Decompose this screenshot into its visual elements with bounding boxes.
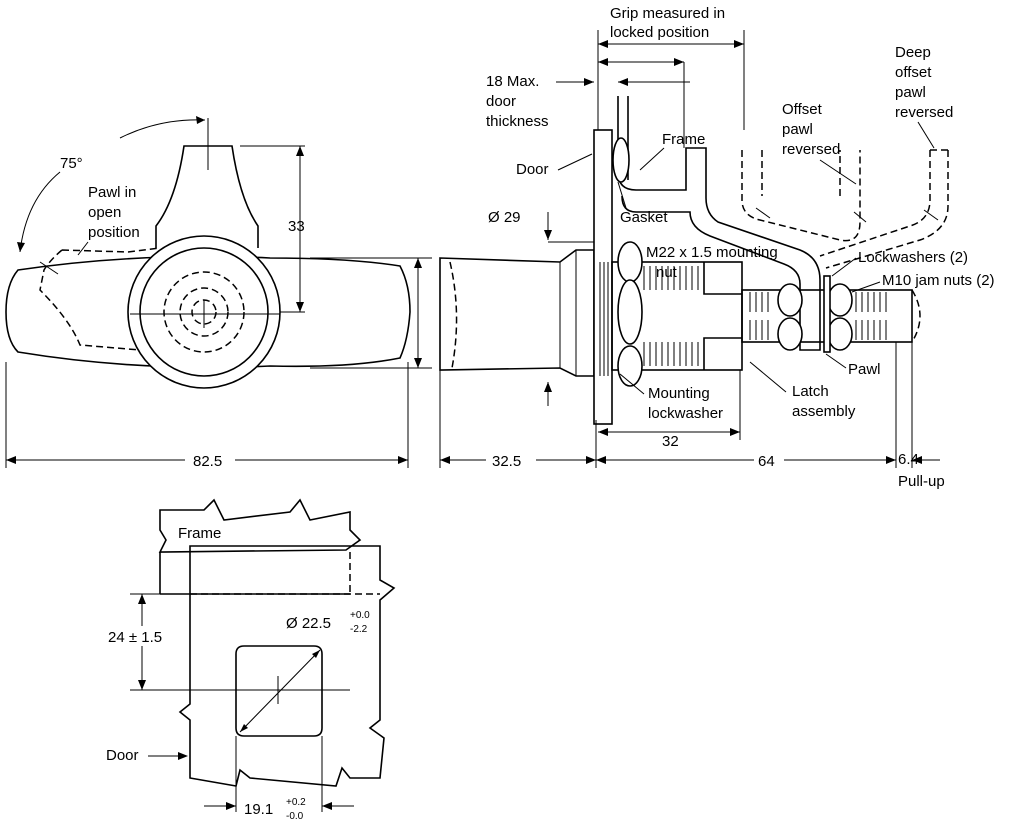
frame-side-label: Frame xyxy=(662,131,705,148)
dim-82-5-label: 82.5 xyxy=(193,453,222,470)
gasket-label: Gasket xyxy=(620,209,668,226)
offset-pawl-reversed xyxy=(741,150,861,242)
lockwashers-label: Lockwashers (2) xyxy=(858,249,968,266)
pawl-locked xyxy=(155,145,259,248)
jam-nut-2 xyxy=(827,283,853,317)
door-panel xyxy=(178,545,396,787)
latch-label-1: Latch xyxy=(792,383,829,400)
mount-nut-label-1: M22 x 1.5 mounting xyxy=(646,244,778,261)
frame-offset-label: 24 ± 1.5 xyxy=(108,629,162,646)
gasket xyxy=(612,137,630,183)
offset-label-3: reversed xyxy=(782,141,840,158)
door-cutout-label: Door xyxy=(106,747,139,764)
frame-vertical xyxy=(617,96,821,351)
hole-dia-tol-plus: +0.0 xyxy=(350,610,370,621)
dim-32-5-label: 32.5 xyxy=(492,453,521,470)
deep-offset-pawl-reversed xyxy=(819,149,949,269)
grip-label-2: locked position xyxy=(610,24,709,41)
pawl-open xyxy=(39,247,161,351)
pawl-open-label-1: Pawl in xyxy=(88,184,136,201)
mounting-nut-top xyxy=(617,241,643,283)
dim-6-4-label: 6.4 xyxy=(898,451,919,468)
stud-threads xyxy=(749,292,887,340)
deep-label-2: offset xyxy=(895,64,932,81)
knob xyxy=(439,249,595,377)
mlw-label-2: lockwasher xyxy=(648,405,723,422)
threads-left xyxy=(599,262,609,376)
hole-dia-tol-minus: -2.2 xyxy=(350,624,368,635)
deep-label-1: Deep xyxy=(895,44,931,61)
dim-33-label: 33 xyxy=(288,218,305,235)
lockwasher xyxy=(823,275,831,353)
maxdoor-label-3: thickness xyxy=(486,113,549,130)
dim-32-label: 32 xyxy=(662,433,679,450)
door-plate xyxy=(593,129,613,425)
offset-label-1: Offset xyxy=(782,101,823,118)
cutout-view: 24 ± 1.5 Ø 22.5 +0.0 -2.2 Frame Door 19.… xyxy=(104,498,396,822)
front-view: 75° Pawl in open position 33 82.5 xyxy=(5,116,432,470)
maxdoor-label-2: door xyxy=(486,93,516,110)
door-side-label: Door xyxy=(516,161,549,178)
offset-label-2: pawl xyxy=(782,121,813,138)
mount-nut-label-2: nut xyxy=(656,264,678,281)
pawl-open-label-3: position xyxy=(88,224,140,241)
dim-64-label: 64 xyxy=(758,453,775,470)
angle-label: 75° xyxy=(60,155,83,172)
jam-nut-1 xyxy=(777,283,803,317)
maxdoor-label-1: 18 Max. xyxy=(486,73,539,90)
bezel-inner xyxy=(139,247,269,377)
mlw-label-1: Mounting xyxy=(648,385,710,402)
deep-label-3: pawl xyxy=(895,84,926,101)
mounting-hole xyxy=(235,645,323,737)
pullup-label: Pull-up xyxy=(898,473,945,490)
t-handle-outline xyxy=(5,255,411,369)
jamnuts-label: M10 jam nuts (2) xyxy=(882,272,995,289)
latch-label-2: assembly xyxy=(792,403,856,420)
flat-width-label: 19.1 xyxy=(244,801,273,818)
pawl-open-label-2: open xyxy=(88,204,121,221)
grip-label-1: Grip measured in xyxy=(610,5,725,22)
hole-dia-label: Ø 22.5 xyxy=(286,615,331,632)
dia29-label: Ø 29 xyxy=(488,209,521,226)
flat-tol-minus: -0.0 xyxy=(286,811,304,822)
side-view: Grip measured in locked position Deep of… xyxy=(439,5,995,490)
frame-cutout-label: Frame xyxy=(178,525,221,542)
frame-panel xyxy=(158,498,362,553)
flat-tol-plus: +0.2 xyxy=(286,797,306,808)
body-threads xyxy=(643,266,699,366)
deep-label-4: reversed xyxy=(895,104,953,121)
pawl-label: Pawl xyxy=(848,361,881,378)
